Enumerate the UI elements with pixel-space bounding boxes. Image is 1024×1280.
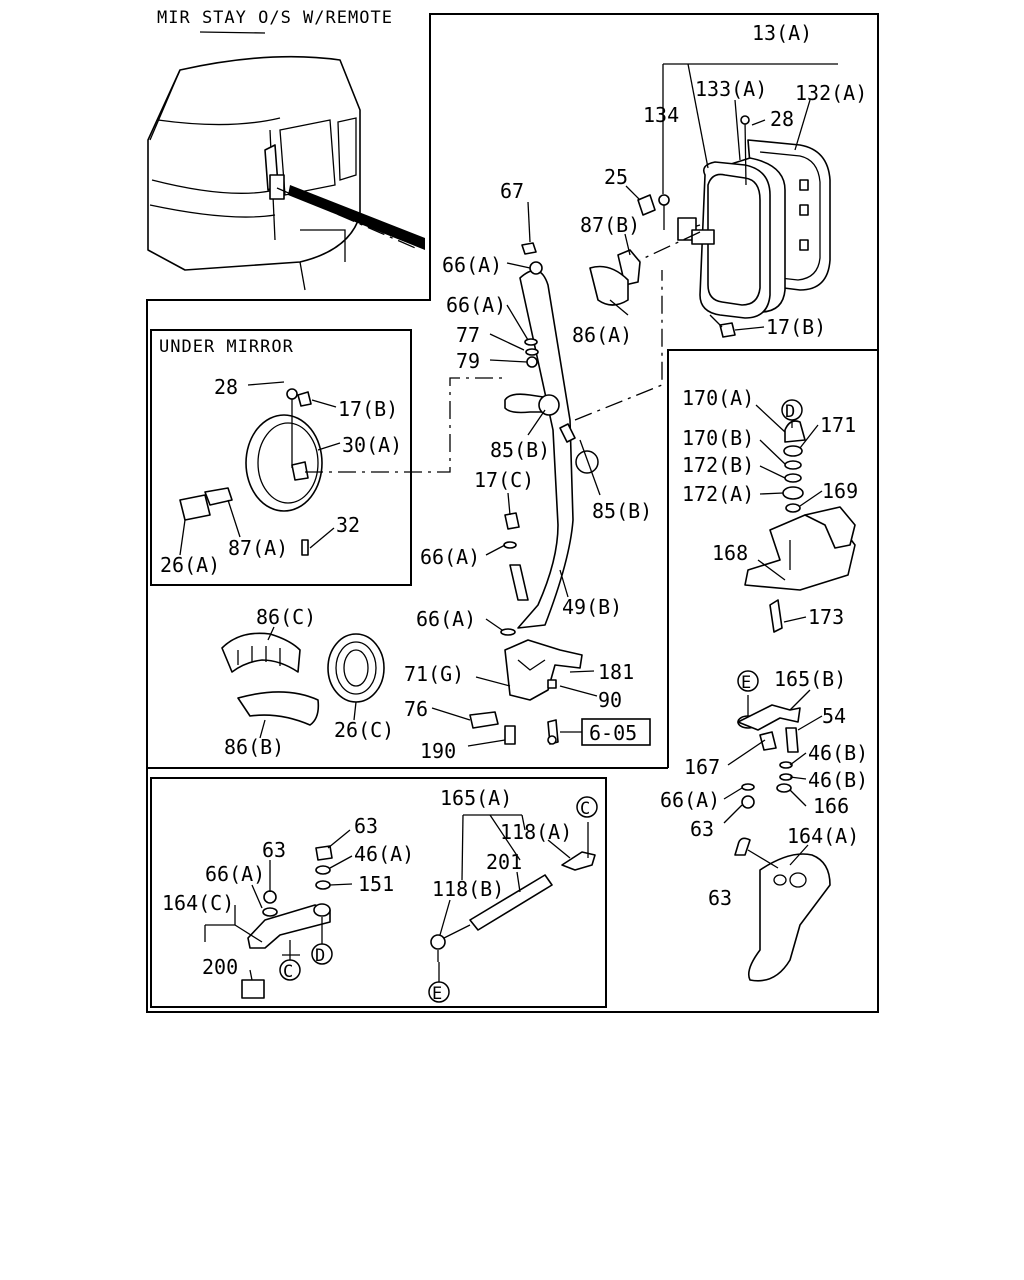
part-label: 66(A) xyxy=(446,293,506,317)
part-label: 151 xyxy=(358,872,394,896)
part-label: 133(A) xyxy=(695,77,767,101)
title-mir-stay: MIR STAY O/S W/REMOTE xyxy=(157,8,393,28)
remote-mechanism xyxy=(744,420,856,633)
part-label: 181 xyxy=(598,660,634,684)
page-ref-label: 6-05 xyxy=(589,721,637,745)
part-label: 46(A) xyxy=(354,842,414,866)
part-label: 170(B) xyxy=(682,426,754,450)
part-label: 86(A) xyxy=(572,323,632,347)
part-label: 76 xyxy=(404,697,428,721)
part-label: 172(A) xyxy=(682,482,754,506)
part-label: 30(A) xyxy=(342,433,402,457)
part-label: 166 xyxy=(813,794,849,818)
part-label: 168 xyxy=(712,541,748,565)
part-label: 66(A) xyxy=(660,788,720,812)
mirror-covers xyxy=(221,632,385,726)
part-label: 25 xyxy=(604,165,628,189)
part-label: 169 xyxy=(822,479,858,503)
part-label: 66(A) xyxy=(420,545,480,569)
part-label: 63 xyxy=(354,814,378,838)
ref-circle-c xyxy=(576,796,598,818)
part-label: 90 xyxy=(598,688,622,712)
mirror-clips xyxy=(589,249,641,306)
part-label: 172(B) xyxy=(682,453,754,477)
part-label: 200 xyxy=(202,955,238,979)
part-label: 46(B) xyxy=(808,741,868,765)
connection-lines xyxy=(276,187,701,956)
part-label: 17(B) xyxy=(338,397,398,421)
page-ref-box: 6-05 xyxy=(581,718,651,746)
part-label: 79 xyxy=(456,349,480,373)
under-mirror-parts xyxy=(179,388,323,556)
part-label: 87(A) xyxy=(228,536,288,560)
part-label: 164(C) xyxy=(162,891,234,915)
circled-refs: D E C C D E xyxy=(279,399,803,1004)
part-label: 17(C) xyxy=(474,468,534,492)
part-label: 190 xyxy=(420,739,456,763)
part-label: 63 xyxy=(262,838,286,862)
frames xyxy=(146,13,879,1013)
part-label: 165(A) xyxy=(440,786,512,810)
part-label: 86(B) xyxy=(224,735,284,759)
part-label: 66(A) xyxy=(416,607,476,631)
part-label: 17(B) xyxy=(766,315,826,339)
part-label: 85(B) xyxy=(490,438,550,462)
ref-letter: C xyxy=(283,962,293,982)
part-label: 66(A) xyxy=(442,253,502,277)
ref-letter: D xyxy=(785,402,795,422)
ref-circle-d xyxy=(781,399,803,421)
part-label: 26(C) xyxy=(334,718,394,742)
part-label: 71(G) xyxy=(404,662,464,686)
ref-letter: D xyxy=(315,946,325,966)
part-label: 170(A) xyxy=(682,386,754,410)
truck-cab-illustration xyxy=(147,31,425,291)
bottom-box-parts xyxy=(241,845,596,999)
ref-circle-e xyxy=(737,670,759,692)
part-label: 28 xyxy=(770,107,794,131)
ref-circle-c xyxy=(279,959,301,981)
part-label: 26(A) xyxy=(160,553,220,577)
part-label: 85(B) xyxy=(592,499,652,523)
part-label: 118(A) xyxy=(500,820,572,844)
base-bracket xyxy=(469,639,583,745)
mirror-assembly xyxy=(637,115,831,338)
part-label: 167 xyxy=(684,755,720,779)
part-label: 132(A) xyxy=(795,81,867,105)
part-label: 63 xyxy=(708,886,732,910)
ref-letter: C xyxy=(580,799,590,819)
part-labels: 13(A) 133(A) 132(A) 134 28 25 87(B) 67 6… xyxy=(160,21,868,979)
part-label: 67 xyxy=(500,179,524,203)
lever-parts xyxy=(734,704,831,982)
part-label: 63 xyxy=(690,817,714,841)
part-label: 54 xyxy=(822,704,846,728)
part-label: 201 xyxy=(486,850,522,874)
ref-circle-d xyxy=(311,943,333,965)
part-label: 77 xyxy=(456,323,480,347)
ref-letter: E xyxy=(432,984,442,1004)
title-under-mirror: UNDER MIRROR xyxy=(159,337,294,357)
ref-letter: E xyxy=(741,673,751,693)
part-label: 49(B) xyxy=(562,595,622,619)
part-label: 164(A) xyxy=(787,824,859,848)
part-label: 134 xyxy=(643,103,679,127)
part-label: 171 xyxy=(820,413,856,437)
part-label: 165(B) xyxy=(774,667,846,691)
part-label: 87(B) xyxy=(580,213,640,237)
part-label: 118(B) xyxy=(432,877,504,901)
part-label: 28 xyxy=(214,375,238,399)
part-label: 66(A) xyxy=(205,862,265,886)
part-label: 13(A) xyxy=(752,21,812,45)
leader-lines xyxy=(179,63,838,982)
part-label: 86(C) xyxy=(256,605,316,629)
ref-circle-e xyxy=(428,981,450,1003)
part-label: 32 xyxy=(336,513,360,537)
part-label: 173 xyxy=(808,605,844,629)
part-label: 46(B) xyxy=(808,768,868,792)
mirror-stay xyxy=(500,242,599,636)
